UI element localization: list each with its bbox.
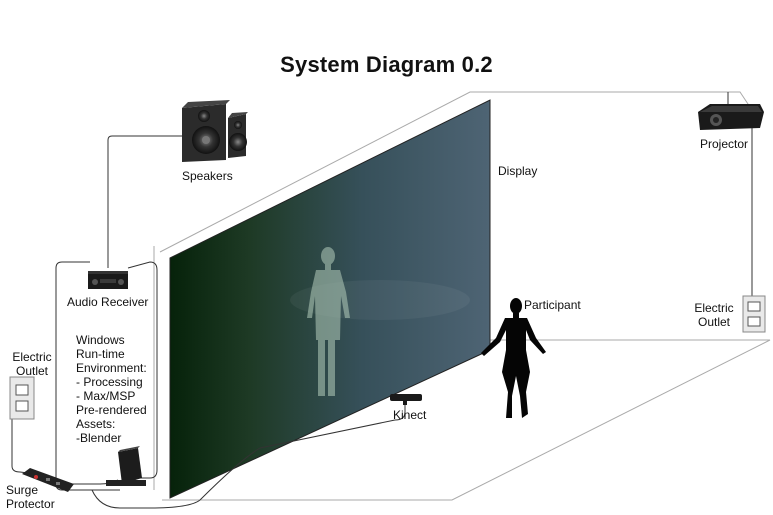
audio-receiver-icon (88, 271, 128, 289)
speakers-label: Speakers (182, 169, 233, 183)
computer-note-line: Assets: (76, 417, 116, 431)
display-label: Display (498, 164, 538, 178)
ceiling-edge (159, 91, 753, 253)
computer-note-line: - Max/MSP (76, 389, 136, 403)
surge-protector-line-2: Protector (6, 497, 55, 511)
electric-outlet-icon (742, 295, 766, 333)
audio-receiver-label: Audio Receiver (67, 295, 149, 309)
computer-note-line: Windows (76, 333, 125, 347)
electric-outlet-left-line-1: Electric (12, 350, 52, 364)
kinect-label: Kinect (393, 408, 427, 422)
computer-note-line: Run-time (76, 347, 125, 361)
projector-label: Projector (700, 137, 749, 151)
participant-silhouette-icon (481, 298, 546, 418)
computer-note-line: Pre-rendered (76, 403, 147, 417)
electric-outlet-left-label: Electric Outlet (10, 350, 54, 378)
computer-notes: Windows Run-time Environment: - Processi… (76, 333, 147, 445)
cables (11, 92, 753, 509)
computer-note-line: - Processing (76, 375, 143, 389)
computer-note-line: Environment: (76, 361, 147, 375)
projected-figure-icon (307, 247, 350, 396)
surge-protector-icon (22, 468, 74, 492)
electric-outlet-right-line-1: Electric (694, 301, 734, 315)
floor-edge (162, 339, 771, 501)
computer-note-line: -Blender (76, 431, 122, 445)
electric-outlet-right-line-2: Outlet (697, 315, 730, 329)
electric-outlet-left-line-2: Outlet (15, 364, 48, 378)
surge-protector-label: Surge Protector (6, 483, 55, 511)
surge-protector-line-1: Surge (6, 483, 39, 497)
kinect-icon (390, 394, 422, 405)
participant-label: Participant (524, 298, 581, 312)
projector-icon (698, 104, 764, 130)
electric-outlet-icon (9, 376, 35, 420)
speakers-icon (182, 100, 248, 162)
page-title: System Diagram 0.2 (280, 52, 493, 77)
room-outline (153, 91, 771, 501)
electric-outlet-right-label: Electric Outlet (692, 301, 736, 329)
computer-tower-icon (106, 446, 146, 486)
